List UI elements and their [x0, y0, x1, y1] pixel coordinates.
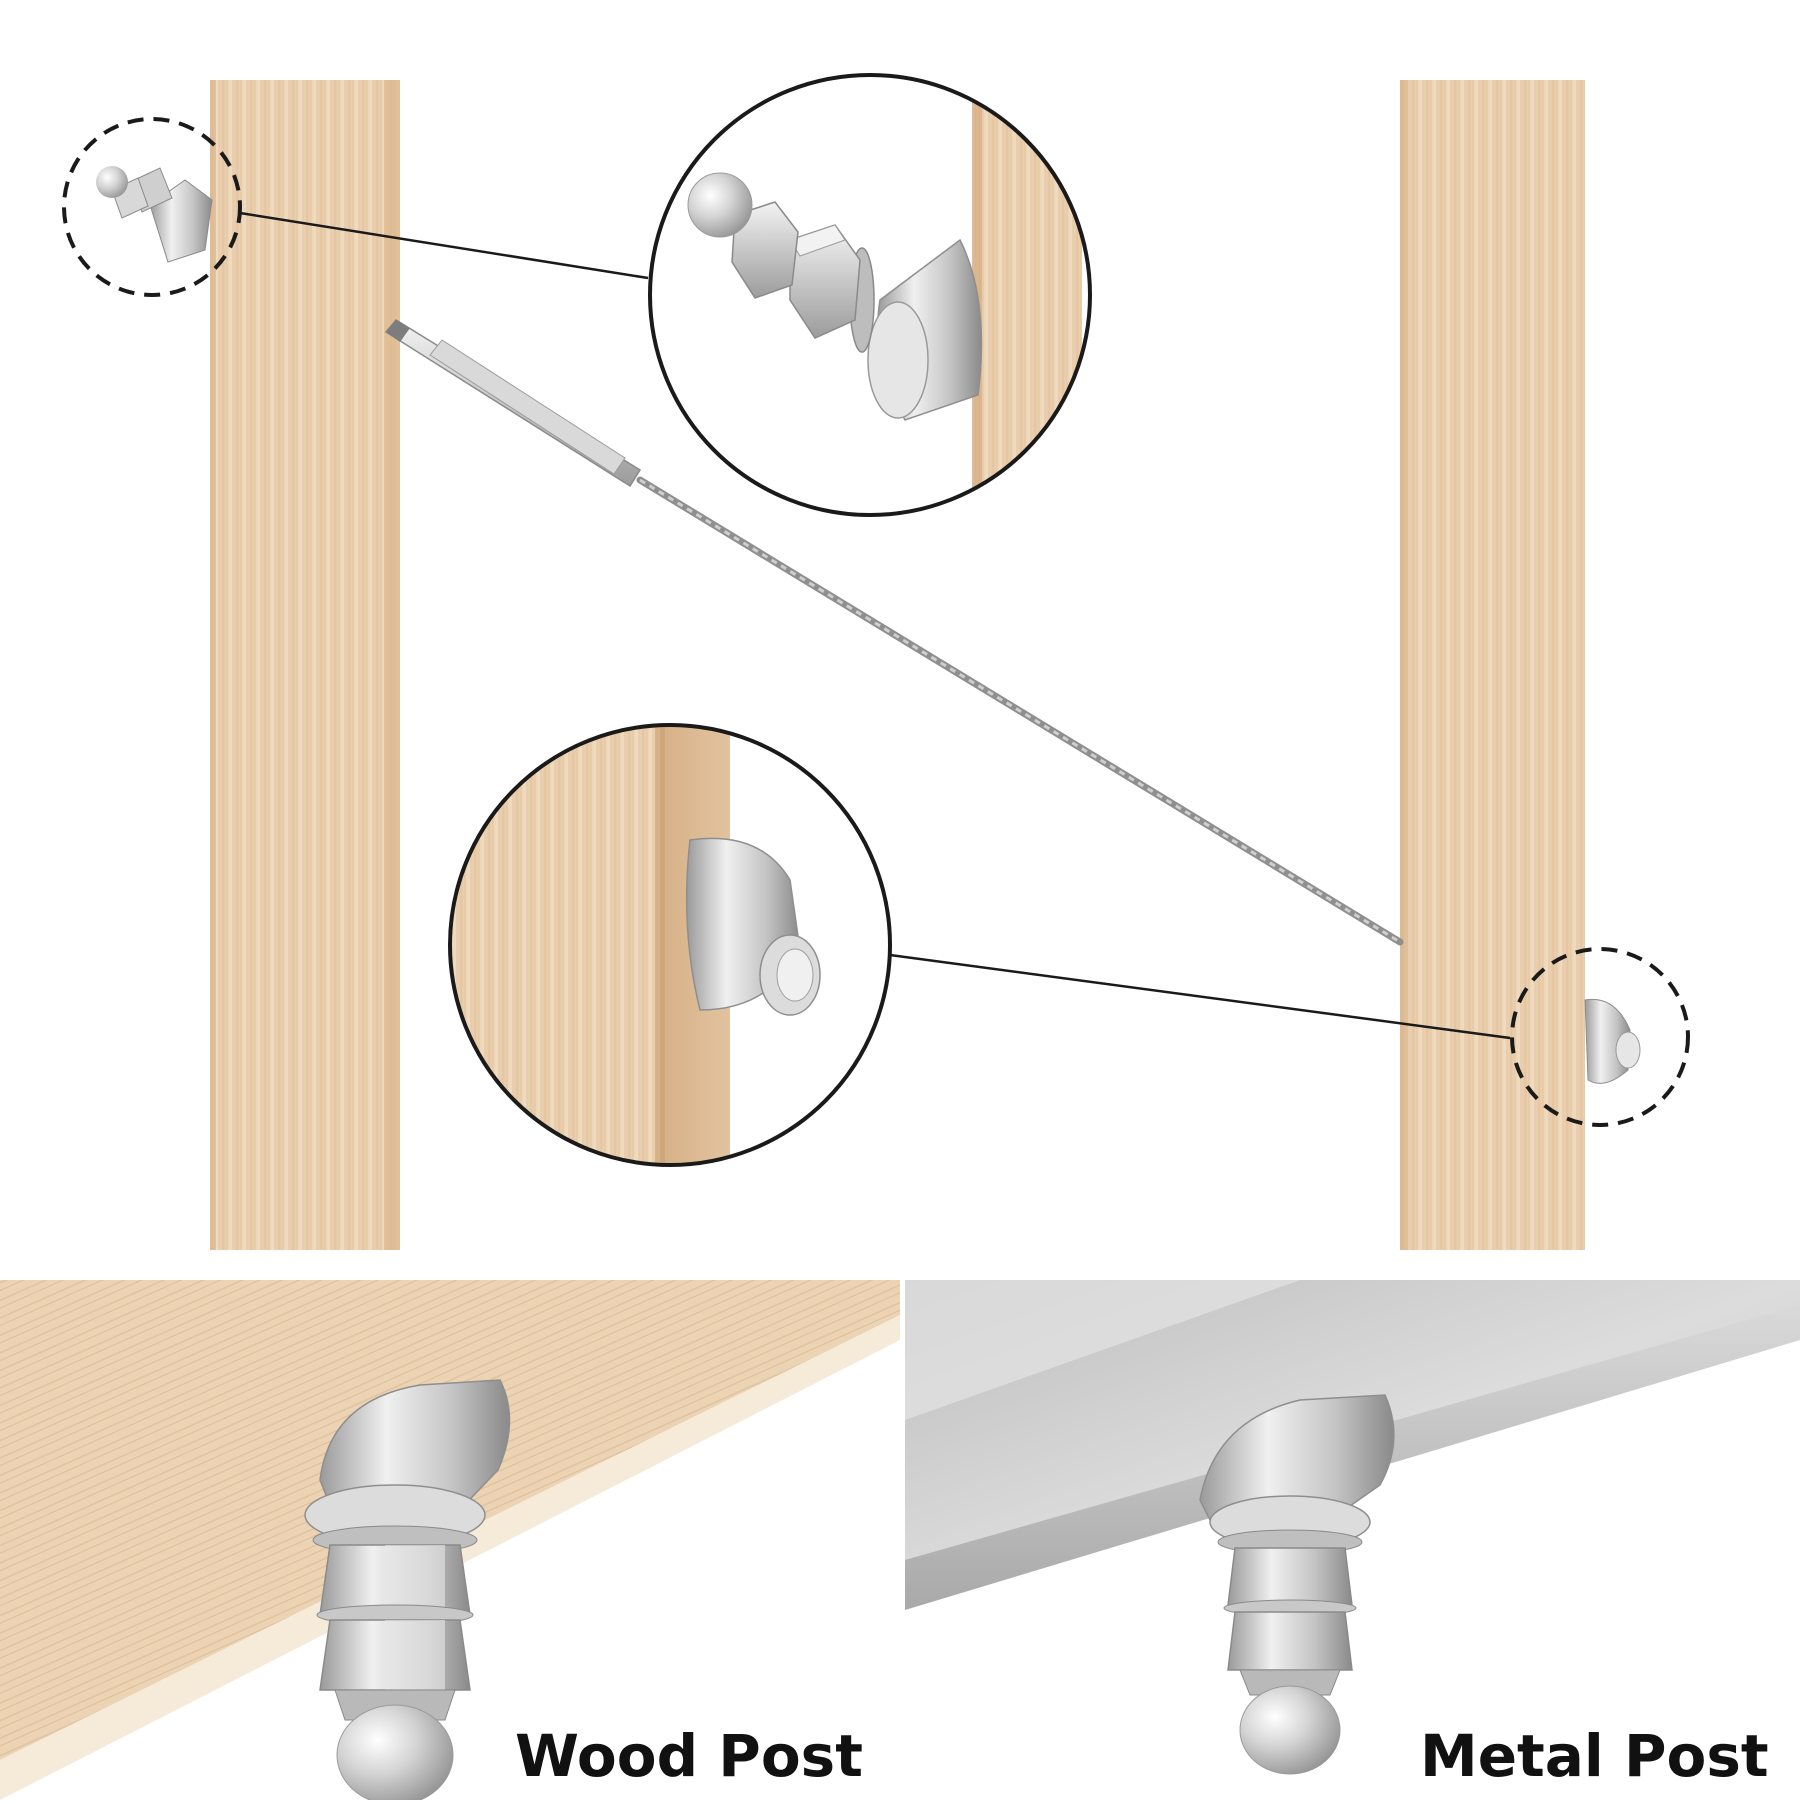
mini-nut-assembly: [96, 166, 213, 263]
wood-panel-fitting: [304, 1379, 511, 1800]
wood-post-right: [1400, 80, 1585, 1250]
hex-nut: [789, 224, 861, 339]
callout-line-top: [239, 211, 649, 280]
wood-post-left: [210, 80, 400, 1250]
swage-stud: [384, 319, 642, 488]
mini-washer-fitting: [1584, 998, 1641, 1084]
panel-divider: [900, 1280, 905, 1800]
callout-line-bottom: [889, 953, 1511, 1040]
wood-post-panel: [0, 1280, 900, 1800]
acorn-nut: [687, 172, 799, 299]
metal-panel-fitting: [1199, 1394, 1395, 1775]
callout-marker-top: [62, 117, 649, 297]
flush-fitting: [685, 837, 821, 1016]
metal-post-panel: [905, 1280, 1800, 1800]
washer-fitting-detail: [448, 723, 1511, 1167]
nut-assembly-detail: [648, 73, 1092, 517]
angled-base-fitting: [867, 238, 983, 421]
metal-post-caption: Metal Post: [1420, 1722, 1769, 1790]
wood-post-caption: Wood Post: [515, 1722, 863, 1790]
steel-cable: [384, 319, 1404, 946]
callout-marker-bottom: [1510, 947, 1690, 1127]
